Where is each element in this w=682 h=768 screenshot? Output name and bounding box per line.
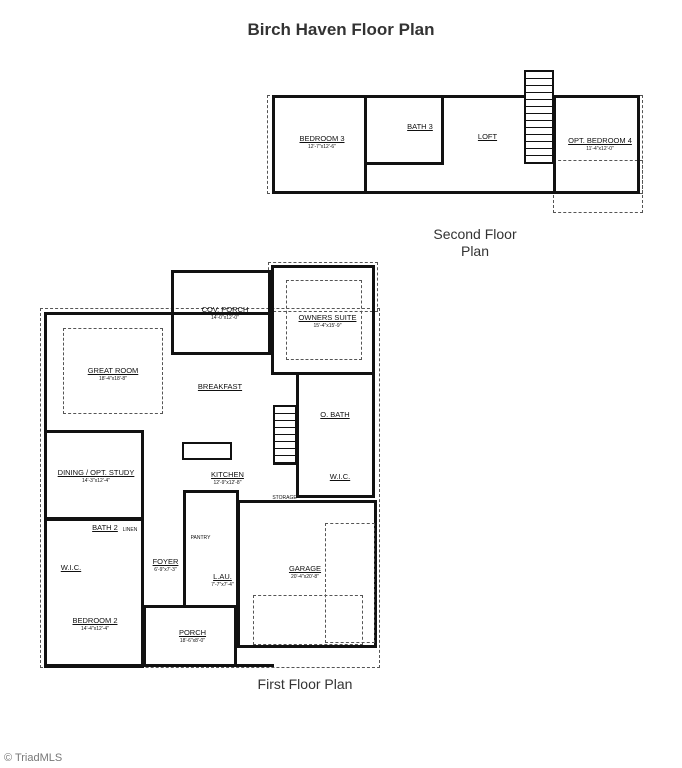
second-floor-caption: Second Floor Plan <box>433 226 517 259</box>
watermark: © TriadMLS <box>4 752 63 764</box>
room-bath-3: BATH 3 <box>407 122 433 131</box>
room-linen: LINEN <box>122 527 138 533</box>
room-owners-wic: W.I.C. <box>329 472 351 481</box>
page-title: Birch Haven Floor Plan <box>247 20 435 39</box>
first-floor-caption: First Floor Plan <box>257 676 353 692</box>
room-breakfast: BREAKFAST <box>197 382 243 391</box>
room-pantry: PANTRY <box>190 535 211 541</box>
room-o-bath: O. BATH <box>320 410 350 419</box>
room-laundry: L.AU.7'-7"x7'-4" <box>211 572 234 588</box>
room-bedroom-2-wic: W.I.C. <box>60 563 82 572</box>
room-loft: LOFT <box>477 132 498 141</box>
room-bath-2: BATH 2 <box>92 523 118 532</box>
room-storage: STORAGE <box>272 495 297 501</box>
